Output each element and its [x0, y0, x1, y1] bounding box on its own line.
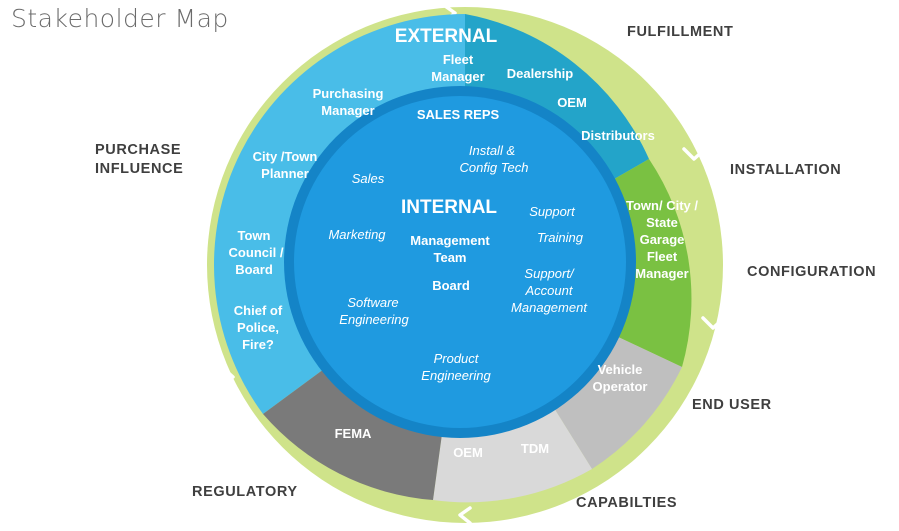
city-town-planner-label: Planner	[261, 166, 309, 181]
tdm-label: TDM	[521, 441, 549, 456]
marketing-label: Marketing	[328, 227, 386, 242]
fleet-manager-label: Fleet	[443, 52, 474, 67]
town-council-label: Board	[235, 262, 273, 277]
configuration-stage-label: CONFIGURATION	[747, 264, 877, 280]
city-town-planner-label: City /Town	[253, 149, 318, 164]
support-account-management-label: Support/	[524, 266, 575, 281]
chief-of-police-label: Police,	[237, 320, 279, 335]
software-engineering-label: Software	[347, 295, 398, 310]
ring-arrow-icon	[458, 506, 472, 525]
ring-arrow-icon	[195, 159, 219, 173]
ring-arrow-icon	[211, 366, 235, 380]
oem-capabilities-label: OEM	[453, 445, 483, 460]
internal-heading: INTERNAL	[401, 197, 497, 218]
page-title: Stakeholder Map	[11, 4, 229, 33]
garage-fleet-manager-label: Fleet	[647, 249, 678, 264]
product-engineering-label: Engineering	[421, 368, 491, 383]
vehicle-operator-label: Vehicle	[598, 362, 643, 377]
product-engineering-label: Product	[434, 351, 480, 366]
sales-label: Sales	[352, 171, 385, 186]
ring-arrow-icon	[701, 316, 725, 330]
chief-of-police-label: Chief of	[234, 303, 283, 318]
town-council-label: Council /	[229, 245, 284, 260]
dealership-label: Dealership	[507, 66, 574, 81]
town-council-label: Town	[238, 228, 271, 243]
purchasing-manager-label: Purchasing	[313, 86, 384, 101]
oem-fulfillment-label: OEM	[557, 95, 587, 110]
garage-fleet-manager-label: Garage	[640, 232, 685, 247]
board-label: Board	[432, 278, 470, 293]
management-team-label: Team	[434, 250, 467, 265]
install-config-tech-label: Config Tech	[460, 160, 529, 175]
garage-fleet-manager-label: State	[646, 215, 678, 230]
support-account-management-label: Management	[511, 300, 588, 315]
management-team-label: Management	[410, 233, 490, 248]
support-account-management-label: Account	[525, 283, 574, 298]
end-user-stage-label: END USER	[692, 397, 772, 413]
fleet-manager-label: Manager	[431, 69, 484, 84]
regulatory-stage-label: REGULATORY	[192, 484, 298, 500]
purchase-influence-stage-label: PURCHASE	[95, 142, 182, 158]
vehicle-operator-label: Operator	[593, 379, 648, 394]
distributors-label: Distributors	[581, 128, 655, 143]
garage-fleet-manager-label: Town/ City /	[626, 198, 698, 213]
install-config-tech-label: Install &	[469, 143, 515, 158]
support-label: Support	[529, 204, 576, 219]
chief-of-police-label: Fire?	[242, 337, 274, 352]
ring-arrow-icon	[682, 147, 706, 161]
external-heading: EXTERNAL	[395, 26, 498, 47]
training-label: Training	[537, 230, 584, 245]
fulfillment-stage-label: FULFILLMENT	[627, 24, 734, 40]
sales-reps-label: SALES REPS	[417, 107, 500, 122]
fema-label: FEMA	[335, 426, 372, 441]
purchasing-manager-label: Manager	[321, 103, 374, 118]
capabilities-stage-label: CAPABILTIES	[576, 495, 678, 511]
software-engineering-label: Engineering	[339, 312, 409, 327]
installation-stage-label: INSTALLATION	[730, 162, 842, 178]
internal-circle	[294, 96, 626, 428]
garage-fleet-manager-label: Manager	[635, 266, 688, 281]
purchase-influence-stage-label: INFLUENCE	[95, 161, 184, 177]
